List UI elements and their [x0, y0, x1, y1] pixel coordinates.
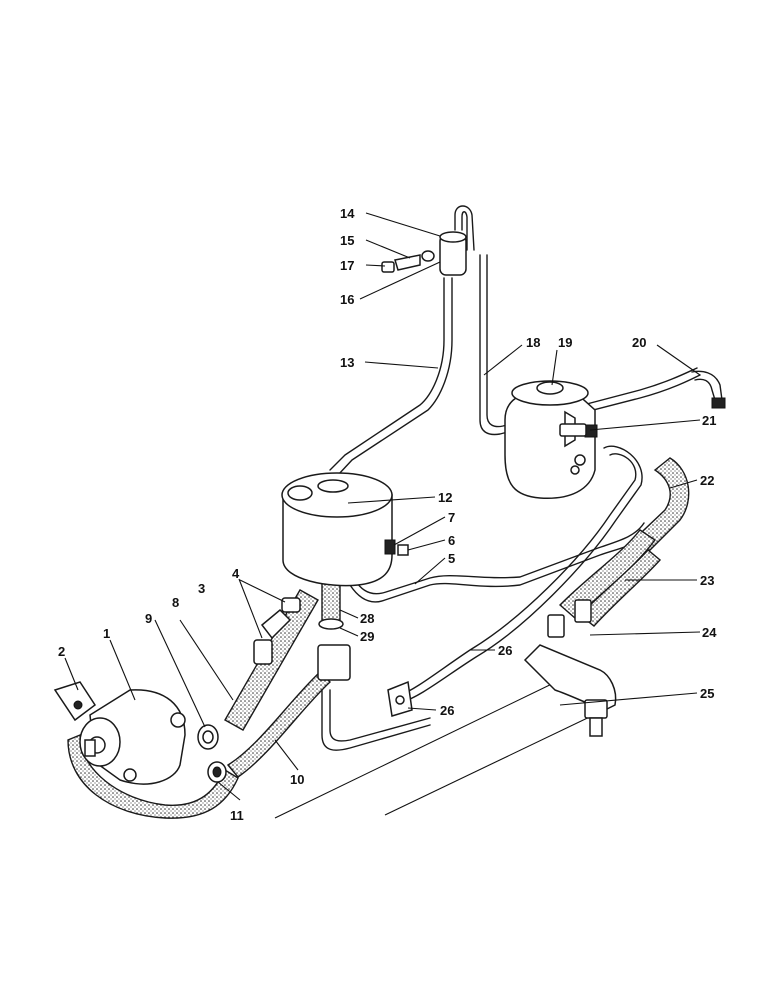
callout-12: 12	[438, 490, 452, 505]
small-parts	[197, 423, 592, 783]
callout-6: 6	[448, 533, 455, 548]
callout-26b: 23	[700, 573, 714, 588]
callout-29: 25	[700, 686, 714, 701]
callout-7: 7	[448, 510, 455, 525]
steering-cylinder	[523, 644, 617, 737]
callout-23: 29	[360, 629, 374, 644]
perspective-lines	[274, 679, 601, 819]
callout-3: 3	[198, 581, 205, 596]
callout-18: 18	[526, 335, 540, 350]
callout-5: 5	[448, 551, 455, 566]
inline-filter	[381, 231, 467, 276]
callout-15: 15	[340, 233, 354, 248]
callout-10: 10	[290, 772, 304, 787]
callout-19: 20	[632, 335, 646, 350]
callout-14: 14	[340, 206, 355, 221]
callout-25: 19	[558, 335, 572, 350]
callout-22: 28	[360, 611, 374, 626]
fitting-2	[53, 681, 97, 722]
callout-9: 9	[145, 611, 152, 626]
pump	[79, 689, 186, 785]
callout-13: 13	[340, 355, 354, 370]
callout-labels: 14 15 17 16 13 18 19 20 21 22 12 7 6 5 2…	[58, 206, 717, 823]
steering-unit	[504, 380, 598, 499]
reservoir	[281, 472, 393, 587]
leader-lines	[64, 212, 701, 801]
callout-8: 8	[172, 595, 179, 610]
callout-26a: 22	[700, 473, 714, 488]
callout-24: 21	[702, 413, 716, 428]
callout-11: 11	[230, 808, 244, 823]
callout-17: 17	[340, 258, 354, 273]
callout-28: 24	[702, 625, 717, 640]
callout-21: 26	[440, 703, 454, 718]
callout-4: 4	[232, 566, 240, 581]
callout-16: 16	[340, 292, 354, 307]
callout-1: 1	[103, 626, 110, 641]
callout-20: 26	[498, 643, 512, 658]
callout-2: 2	[58, 644, 65, 659]
